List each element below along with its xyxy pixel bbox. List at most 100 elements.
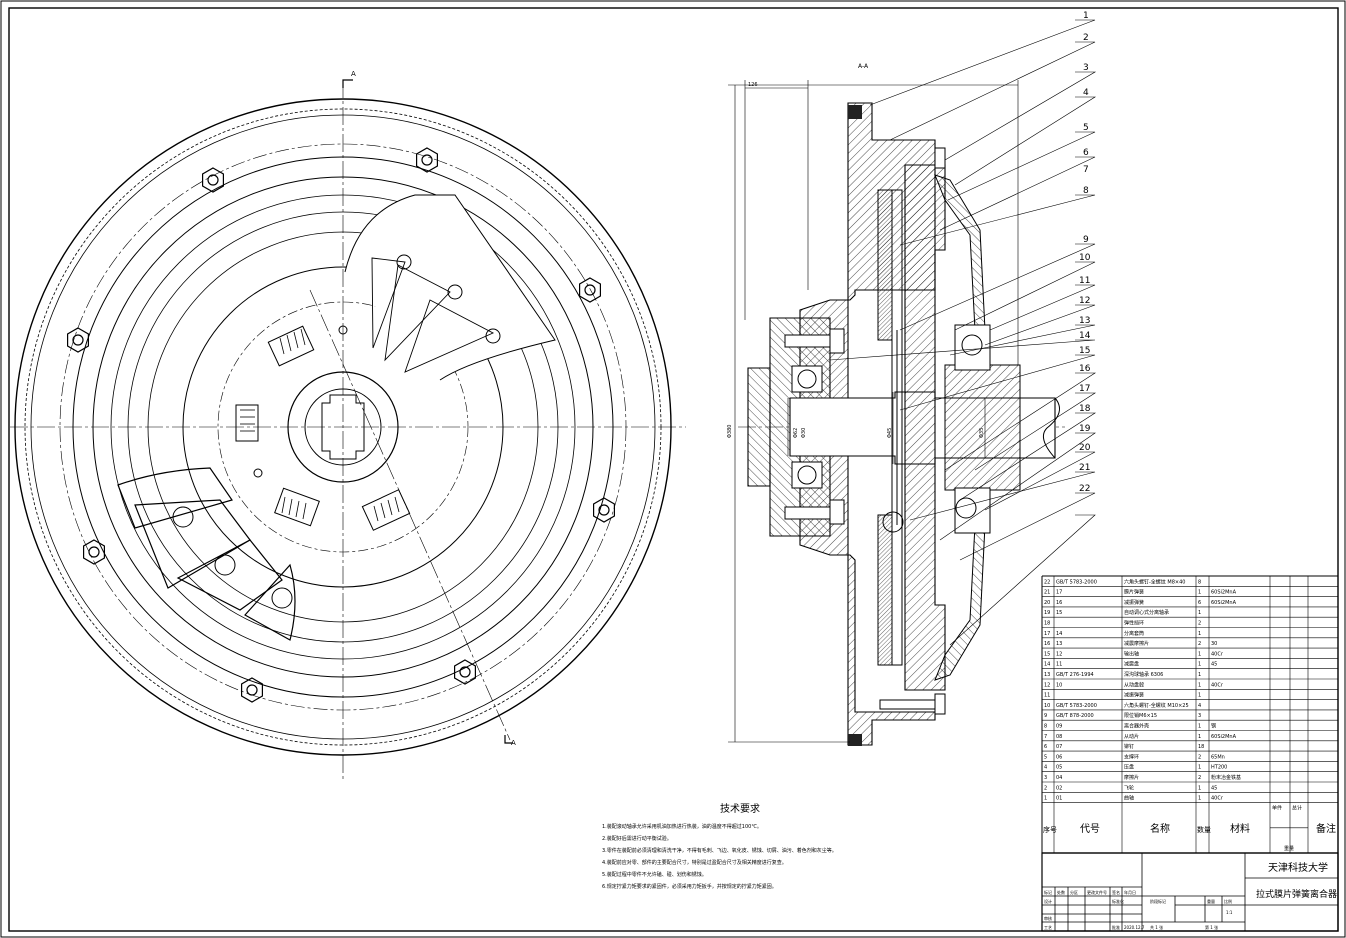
bom-row-code: 06	[1056, 754, 1062, 760]
bom-row-material: 60Si2MnA	[1211, 590, 1237, 596]
bom-row-qty: 1	[1198, 651, 1201, 657]
tb-sheet: 第 1 张	[1205, 924, 1218, 930]
bom-row-material: HT200	[1211, 765, 1227, 771]
leader-20: 20	[1079, 443, 1091, 453]
drawing-title: 拉式膜片弹簧离合器	[1256, 888, 1337, 900]
bom-row-no: 19	[1044, 610, 1050, 616]
bom-header-material: 材料	[1230, 822, 1250, 835]
bom-row-code: 01	[1056, 796, 1062, 802]
leader-1: 1	[1083, 11, 1089, 21]
bom-row-name: 六角头螺钉-全螺纹 M8×40	[1124, 578, 1185, 585]
bom-row-name: 支撑环	[1124, 753, 1139, 760]
leader-16: 16	[1079, 364, 1091, 374]
leader-18: 18	[1079, 404, 1091, 414]
bom-row-material: 60Si2MnA	[1211, 734, 1237, 740]
bom-row-qty: 1	[1198, 734, 1201, 740]
bom-row-no: 3	[1044, 775, 1047, 781]
bom-row-name: 曲轴	[1124, 795, 1134, 802]
bom-row-name: 六角头螺钉-全螺纹 M10×25	[1124, 702, 1189, 709]
bom-row-code: 08	[1056, 734, 1062, 740]
tech-line-2: 2.装配好后需进行动平衡试验。	[602, 835, 672, 842]
bom-row-qty: 4	[1198, 703, 1201, 709]
bom-row-name: 输出轴	[1124, 650, 1139, 657]
leader-3: 3	[1083, 63, 1089, 73]
bom-header-unit-weight: 单件	[1272, 805, 1282, 812]
bom-row-qty: 1	[1198, 724, 1201, 730]
section-mark-top: A	[351, 70, 356, 78]
bom-row-no: 2	[1044, 785, 1047, 791]
dim-30: Φ30	[801, 428, 807, 438]
bom-header-remark: 备注	[1316, 822, 1336, 835]
tb-date: 年月日	[1124, 889, 1136, 895]
bom-row-name: 压盘	[1124, 764, 1134, 771]
section-view-labels: A-A 126 Φ380 Φ62 Φ30 Φ45 Φ35	[727, 63, 985, 438]
bom-row-material: 粉末冶金铁基	[1211, 774, 1241, 781]
bom-row-name: 飞轮	[1124, 784, 1134, 791]
bom-row-name: 从动片	[1124, 733, 1139, 740]
leader-21: 21	[1079, 463, 1090, 473]
bom-row-qty: 18	[1198, 744, 1204, 750]
bom-row-material: 45	[1211, 785, 1217, 791]
bom-row-no: 20	[1044, 600, 1050, 606]
leader-4: 4	[1083, 88, 1089, 98]
bom-row-no: 6	[1044, 744, 1047, 750]
bom-row-name: 限位销M6×15	[1124, 712, 1157, 719]
section-mark-bottom: A	[511, 739, 516, 747]
tech-requirements: 技术要求 1.装配滚动轴承允许采用机油加热进行热装，油的温度不得超过100℃。 …	[602, 802, 837, 890]
tech-line-3: 3.零件在装配前必须清理和清洗干净，不得有毛刺、飞边、氧化皮、锈蚀、切屑、油污、…	[602, 847, 837, 854]
leader-17: 17	[1079, 384, 1090, 394]
bom-row-qty: 1	[1198, 631, 1201, 637]
bom-header-weight: 重量	[1284, 845, 1294, 852]
leader-numbers: 1 2 3 4 5 6 7 8 9 10 11 12 13 14 15 16 1…	[1079, 11, 1091, 494]
tb-weight: 重量	[1207, 898, 1215, 904]
bom-row-no: 11	[1044, 693, 1050, 699]
bom-row-code: 10	[1056, 682, 1062, 688]
bom-row-qty: 1	[1198, 785, 1201, 791]
bom-row-qty: 1	[1198, 590, 1201, 596]
bom-row-name: 离合器外壳	[1124, 723, 1149, 730]
bom-row-code: 14	[1056, 631, 1062, 637]
bom-row-no: 18	[1044, 621, 1050, 627]
tb-design: 设计	[1044, 898, 1052, 904]
bom-row-qty: 1	[1198, 796, 1201, 802]
bom-row-name: 分离套筒	[1124, 630, 1144, 637]
bom-row-name: 减振弹簧	[1124, 599, 1144, 606]
tech-title: 技术要求	[720, 802, 760, 815]
tech-line-1: 1.装配滚动轴承允许采用机油加热进行热装，油的温度不得超过100℃。	[602, 823, 762, 830]
bom-row-material: 60Si2MnA	[1211, 600, 1237, 606]
bom-row-qty: 1	[1198, 610, 1201, 616]
leader-6: 6	[1083, 148, 1089, 158]
school-name: 天津科技大学	[1268, 861, 1328, 874]
tb-process: 工艺	[1044, 925, 1052, 930]
title-block-text: 天津科技大学 拉式膜片弹簧离合器 标记 处数 分区 更改文件号 签名 年月日 设…	[1044, 861, 1337, 930]
bom-row-material: 30	[1211, 641, 1217, 647]
tb-check: 审核	[1044, 915, 1052, 921]
dim-62: Φ62	[793, 428, 799, 438]
bom-row-qty: 2	[1198, 641, 1201, 647]
bom-row-name: 减震盘	[1124, 661, 1139, 668]
bom-row-name: 膜片弹簧	[1124, 589, 1144, 596]
bom-row-no: 21	[1044, 590, 1050, 596]
tech-line-5: 5.装配过程中零件不允许磕、碰、划伤和锈蚀。	[602, 871, 707, 878]
bom-row-material: 钢	[1211, 723, 1216, 730]
bom-row-qty: 3	[1198, 713, 1201, 719]
leader-12: 12	[1079, 296, 1090, 306]
leader-11: 11	[1079, 276, 1090, 286]
tb-sign: 签名	[1112, 889, 1120, 895]
bom-row-name: 弹性挡环	[1124, 620, 1144, 627]
bom-row-qty: 1	[1198, 682, 1201, 688]
bom-row-qty: 1	[1198, 662, 1201, 668]
bom-row-qty: 1	[1198, 693, 1201, 699]
bom-row-code: GB/T 5783-2000	[1056, 579, 1097, 585]
bom-row-qty: 2	[1198, 775, 1201, 781]
bom-row-code: 07	[1056, 744, 1062, 750]
bom-header-total-weight: 总计	[1292, 805, 1302, 812]
leader-13: 13	[1079, 316, 1090, 326]
title-block	[1041, 852, 1339, 932]
bom-row-code: 13	[1056, 641, 1062, 647]
bom-row-code: 16	[1056, 600, 1062, 606]
leader-15: 15	[1079, 346, 1090, 356]
dim-380: Φ380	[727, 425, 733, 438]
tb-scale-value: 1:1	[1226, 910, 1233, 915]
